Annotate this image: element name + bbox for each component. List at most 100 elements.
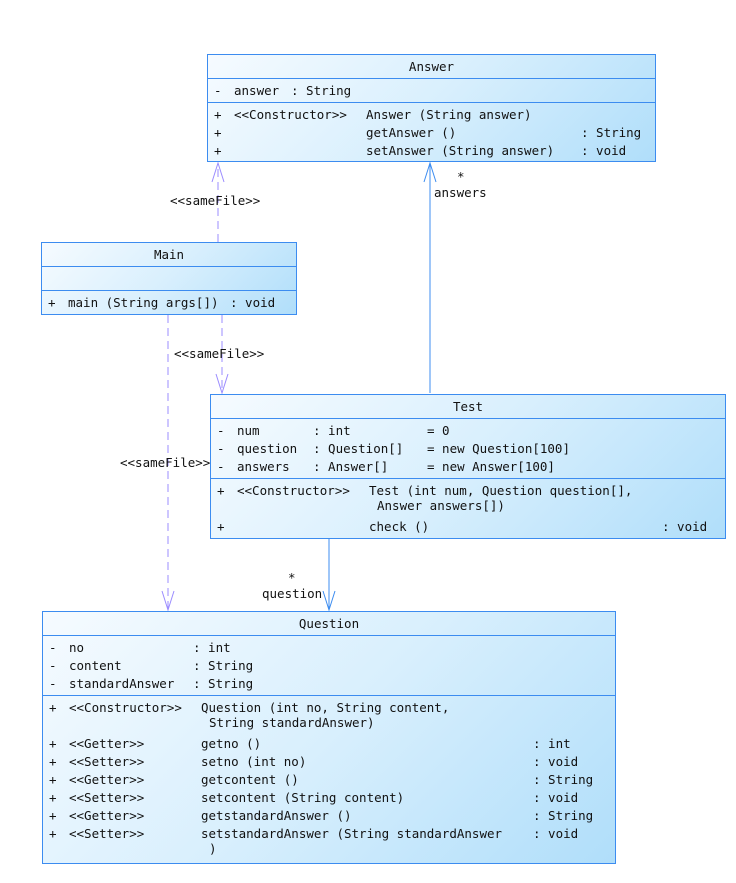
attribute-init: = new Answer[100] [427, 459, 555, 474]
attribute-row[interactable]: -content: String [43, 657, 615, 675]
operation-vis: + [49, 736, 57, 751]
attribute-type: : Answer[] [313, 459, 389, 474]
operation-row[interactable]: +<<Setter>>setstandardAnswer (String sta… [43, 825, 615, 861]
open-arrowhead [211, 161, 225, 183]
class-name: Main [153, 247, 185, 262]
operation-stereotype: <<Constructor>> [234, 107, 347, 122]
attribute-vis: - [214, 83, 222, 98]
multiplicity-label: * [457, 169, 465, 184]
operation-vis: + [48, 295, 56, 310]
operation-type: : void [533, 754, 579, 769]
dependency-main-test [215, 315, 229, 395]
operation-stereotype: <<Setter>> [69, 754, 145, 769]
operation-name: setstandardAnswer (String standardAnswer [201, 826, 503, 841]
attributes-compartment: -no : int -content: String-standardAnswer:… [43, 635, 615, 695]
attribute-vis: - [217, 459, 225, 474]
operation-vis: + [217, 519, 225, 534]
operation-row[interactable]: +<<Constructor>>Question (int no, String… [43, 699, 615, 735]
attribute-row[interactable]: -question: Question[]= new Question[100] [211, 440, 725, 458]
dependency-main-question [161, 315, 175, 612]
operation-name: setcontent (String content) [201, 790, 405, 805]
operation-vis: + [217, 483, 225, 498]
operation-type: : String [533, 808, 594, 823]
attribute-row[interactable]: -answer : String [208, 82, 655, 100]
operation-row[interactable]: +<<Getter>>getno (): int [43, 735, 615, 753]
attribute-name: question [237, 441, 298, 456]
operation-vis: + [214, 107, 222, 122]
class-test[interactable]: Test -num: int= 0 -question : Question[] = n… [210, 394, 726, 539]
operation-type: : void [581, 143, 627, 158]
attribute-row[interactable]: -no : int [43, 639, 615, 657]
operation-name: setAnswer (String answer) [366, 143, 555, 158]
operation-stereotype: <<Getter>> [69, 736, 145, 751]
operation-vis: + [214, 125, 222, 140]
operation-name: Answer (String answer) [366, 107, 532, 122]
attribute-vis: - [49, 640, 57, 655]
attribute-row[interactable]: -answers: Answer[]= new Answer[100] [211, 458, 725, 476]
operation-row[interactable]: +main (String args[]): void [42, 294, 296, 312]
operation-stereotype: <<Getter>> [69, 808, 145, 823]
operation-vis: + [49, 772, 57, 787]
attribute-name: answer [234, 83, 280, 98]
operation-row[interactable]: + <<Setter>> setno (int no) : void [43, 753, 615, 771]
operation-vis: + [49, 790, 57, 805]
multiplicity-label: * [288, 570, 296, 585]
dependency-label: <<sameFile>> [120, 455, 211, 470]
operation-vis: + [49, 826, 57, 841]
class-question[interactable]: Question -no : int -content: String-standar… [42, 611, 616, 864]
operation-type: : String [533, 772, 594, 787]
class-name: Test [452, 399, 484, 414]
operation-type: : void [230, 295, 276, 310]
open-arrowhead [215, 373, 229, 395]
attribute-row[interactable]: -standardAnswer: String [43, 675, 615, 693]
operation-row[interactable]: + <<Setter>> setcontent (String content) : … [43, 789, 615, 807]
operation-row[interactable]: + getAnswer () : String [208, 124, 655, 142]
operation-row[interactable]: + <<Getter>> getstandardAnswer () : String [43, 807, 615, 825]
open-arrowhead [322, 590, 336, 612]
dependency-label: <<sameFile>> [170, 193, 261, 208]
operation-name: check () [369, 519, 430, 534]
operation-name: Question (int no, String content, [201, 700, 450, 715]
operation-name: setno (int no) [201, 754, 307, 769]
attribute-type: : Question[] [313, 441, 404, 456]
operation-row[interactable]: +setAnswer (String answer): void [208, 142, 655, 160]
operation-continuation: String standardAnswer) [209, 715, 375, 730]
class-answer[interactable]: Answer-answer: String+<<Constructor>>Ans… [207, 54, 656, 162]
operation-stereotype: <<Constructor>> [237, 483, 350, 498]
operations-compartment: +main (String args[]): void [42, 290, 296, 314]
operation-name: getstandardAnswer () [201, 808, 352, 823]
class-main[interactable]: Main +main (String args[]): void [41, 242, 297, 315]
dependency-label: <<sameFile>> [174, 346, 265, 361]
attribute-type: : int [193, 640, 231, 655]
operation-name: Test (int num, Question question[], [369, 483, 633, 498]
attribute-type: : String [193, 676, 254, 691]
operation-row[interactable]: + check () : void [211, 518, 725, 536]
open-arrowhead [161, 590, 175, 612]
attribute-row[interactable]: -num: int= 0 [211, 422, 725, 440]
dependency-main-answer [211, 161, 225, 242]
operation-continuation: ) [209, 841, 217, 856]
operations-compartment: + <<Constructor>> Test (int num, Question … [211, 478, 725, 538]
operation-vis: + [49, 808, 57, 823]
operation-row[interactable]: + <<Constructor>> Answer (String answer) [208, 106, 655, 124]
association-test-answer [423, 161, 437, 393]
operation-stereotype: <<Setter>> [69, 790, 145, 805]
association-test-question [322, 539, 336, 612]
operation-row[interactable]: +<<Getter>>getcontent (): String [43, 771, 615, 789]
operation-vis: + [49, 754, 57, 769]
attribute-vis: - [49, 658, 57, 673]
operation-type: : void [662, 519, 708, 534]
operation-type: : void [533, 790, 579, 805]
operation-stereotype: <<Getter>> [69, 772, 145, 787]
operation-type: : String [581, 125, 642, 140]
operation-type: : void [533, 826, 579, 841]
operation-name: getAnswer () [366, 125, 457, 140]
attribute-name: no [69, 640, 85, 655]
operation-type: : int [533, 736, 571, 751]
operation-row[interactable]: + <<Constructor>> Test (int num, Question … [211, 482, 725, 518]
operation-stereotype: <<Constructor>> [69, 700, 182, 715]
class-name: Question [298, 616, 360, 631]
attribute-type: : String [291, 83, 352, 98]
